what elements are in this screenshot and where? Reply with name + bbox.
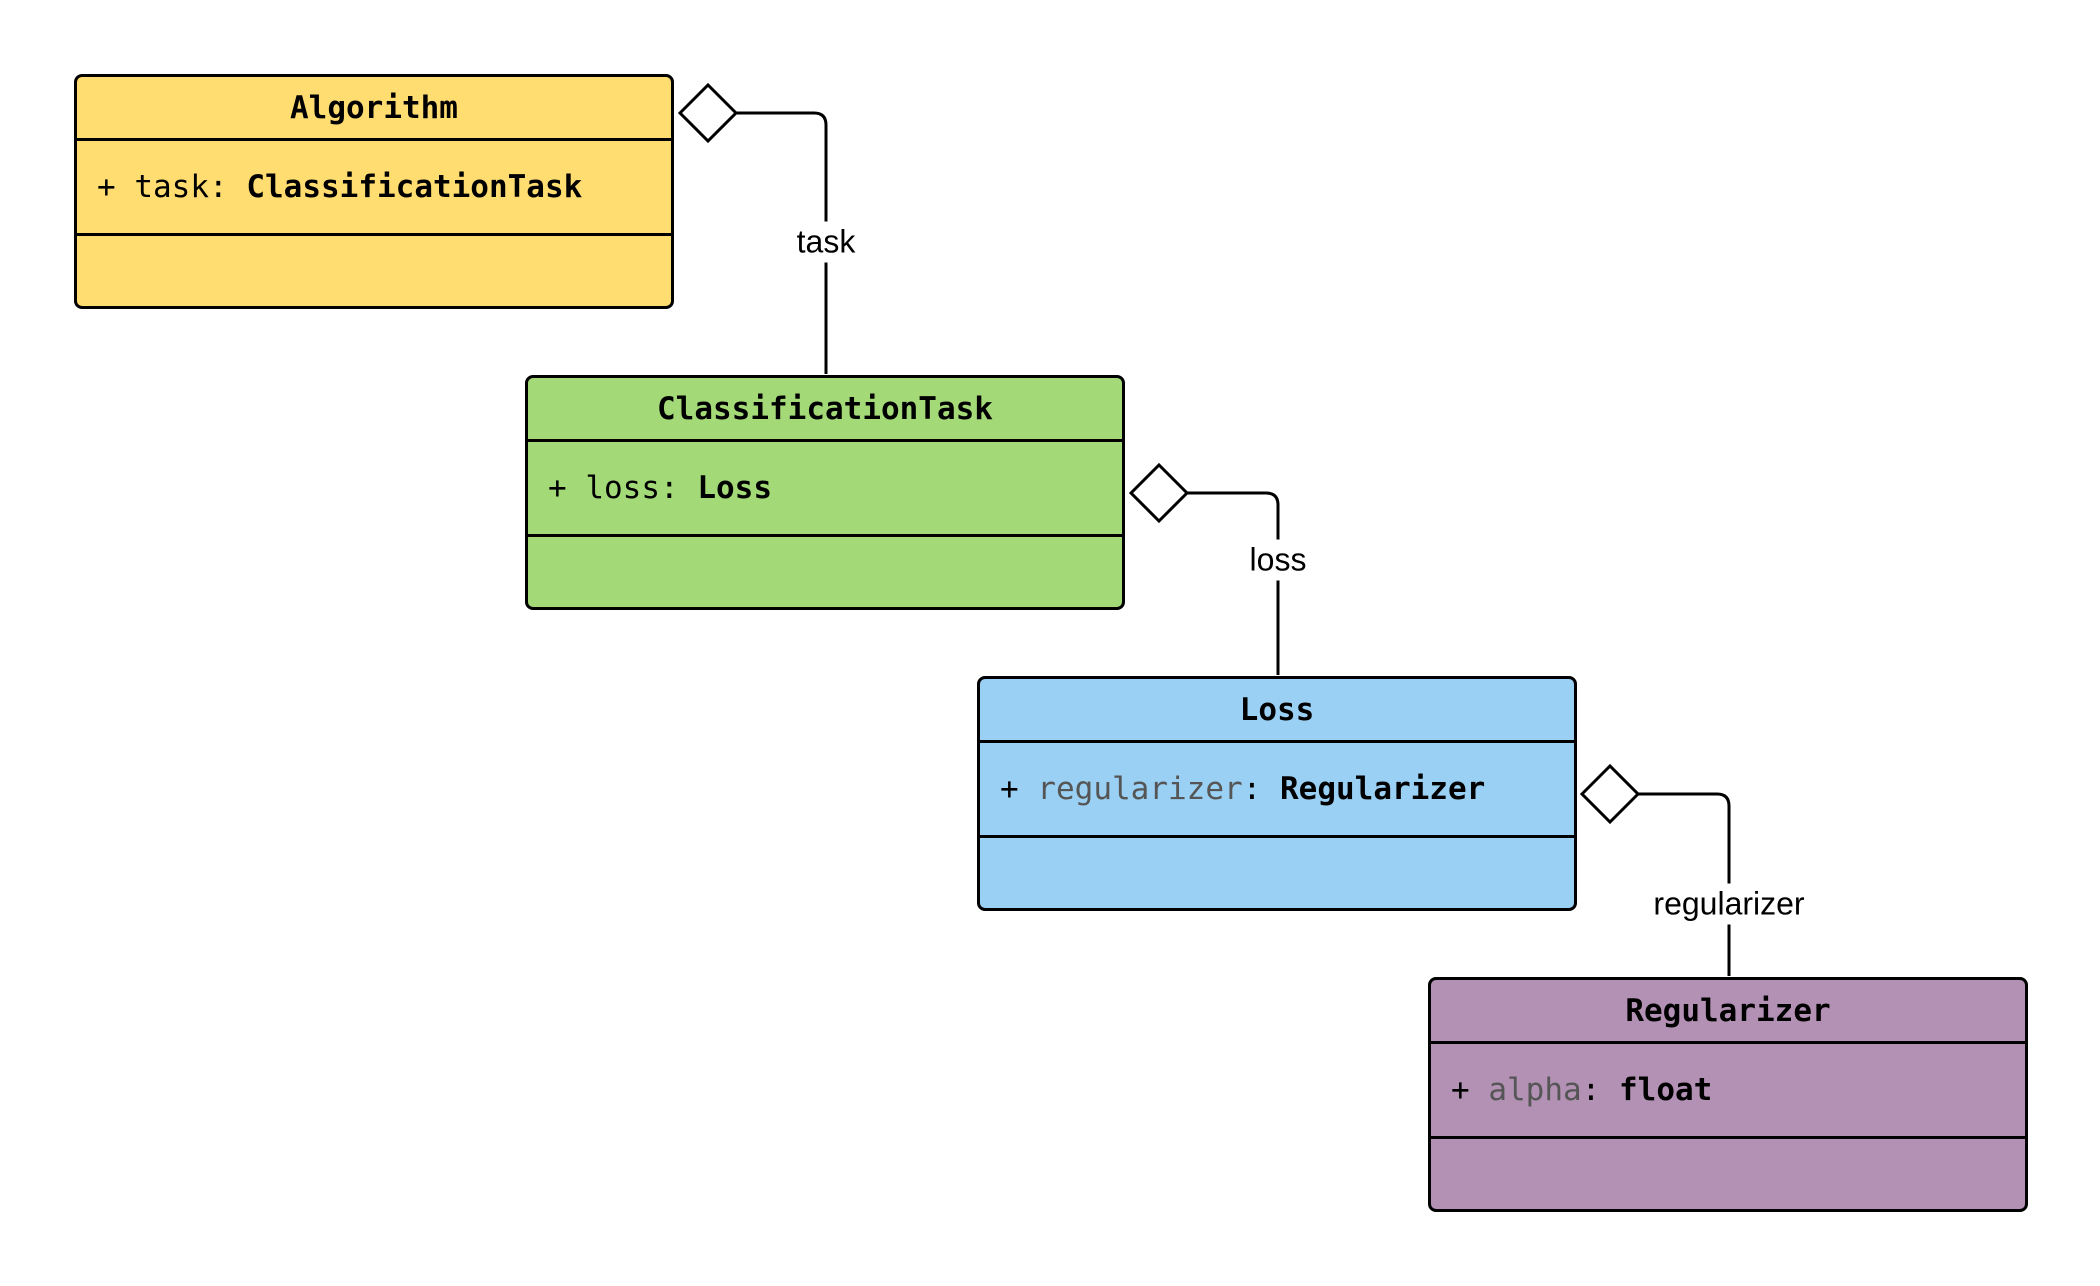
- class-loss[interactable]: Loss + regularizer: Regularizer: [977, 676, 1577, 911]
- attr-visibility: +: [548, 470, 567, 506]
- class-attribute: + task: ClassificationTask: [77, 141, 671, 236]
- class-attribute: + regularizer: Regularizer: [980, 743, 1574, 838]
- class-name: Loss: [980, 679, 1574, 743]
- relation-label-regularizer: regularizer: [1647, 883, 1811, 925]
- attr-type: float: [1619, 1072, 1713, 1108]
- class-attribute: + loss: Loss: [528, 442, 1122, 537]
- attr-type: Loss: [697, 470, 772, 506]
- attr-sep: :: [1242, 771, 1262, 807]
- class-attribute: + alpha: float: [1431, 1044, 2025, 1139]
- class-methods: [528, 537, 1122, 607]
- class-regularizer[interactable]: Regularizer + alpha: float: [1428, 977, 2028, 1212]
- class-methods: [77, 236, 671, 306]
- aggregation-diamond-algorithm: [677, 82, 739, 144]
- aggregation-diamond-loss: [1579, 763, 1641, 825]
- attr-sep: :: [209, 169, 228, 205]
- class-methods: [980, 838, 1574, 908]
- class-algorithm[interactable]: Algorithm + task: ClassificationTask: [74, 74, 674, 309]
- attr-name: regularizer: [1037, 771, 1243, 807]
- class-classificationtask[interactable]: ClassificationTask + loss: Loss: [525, 375, 1125, 610]
- attr-visibility: +: [97, 169, 116, 205]
- relation-label-loss: loss: [1243, 539, 1313, 581]
- attr-name: loss: [585, 470, 660, 506]
- attr-visibility: +: [1000, 771, 1019, 807]
- attr-name: task: [134, 169, 209, 205]
- class-name: Algorithm: [77, 77, 671, 141]
- class-name: Regularizer: [1431, 980, 2025, 1044]
- relation-label-task: task: [790, 221, 862, 263]
- class-methods: [1431, 1139, 2025, 1209]
- attr-sep: :: [660, 470, 679, 506]
- aggregation-line-task: [736, 111, 828, 374]
- attr-type: Regularizer: [1280, 771, 1486, 807]
- aggregation-line-regularizer: [1638, 792, 1731, 976]
- attr-name: alpha: [1488, 1072, 1582, 1108]
- attr-type: ClassificationTask: [246, 169, 583, 205]
- attr-visibility: +: [1451, 1072, 1470, 1108]
- class-name: ClassificationTask: [528, 378, 1122, 442]
- attr-sep: :: [1581, 1072, 1601, 1108]
- aggregation-diamond-classificationtask: [1128, 462, 1190, 524]
- aggregation-line-loss: [1187, 491, 1280, 675]
